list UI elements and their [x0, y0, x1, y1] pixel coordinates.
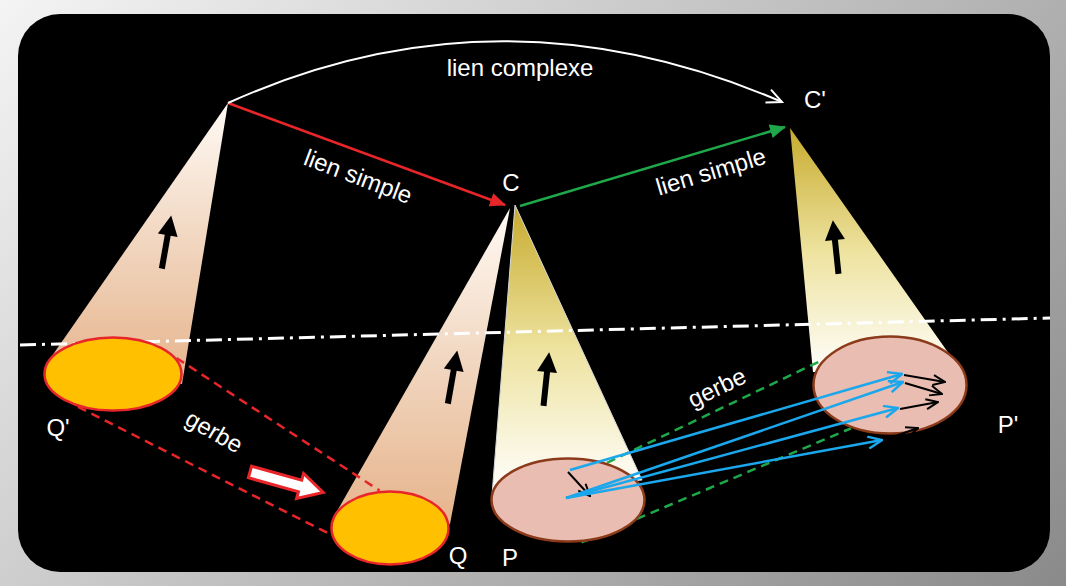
ellipse-shape	[490, 457, 646, 543]
ellipse-node: P	[490, 457, 646, 543]
ellipse-shape	[43, 336, 183, 412]
ellipse-node: Q	[330, 490, 450, 566]
ellipse-node: P'	[812, 335, 968, 435]
node-label: Q'	[46, 415, 69, 441]
cone-arrow	[534, 351, 560, 407]
node-label: P'	[998, 412, 1019, 438]
ellipse-node: Q'	[43, 336, 183, 412]
point-label: C	[502, 170, 519, 196]
ellipse-outline	[814, 337, 967, 434]
node-label: P	[502, 545, 518, 571]
node-label: Q	[449, 543, 468, 569]
ellipse-outline	[332, 492, 449, 565]
cone-arrow	[152, 214, 181, 271]
ellipse-shape	[330, 490, 450, 566]
section-arrow	[884, 428, 918, 440]
ellipse-outline	[45, 338, 182, 411]
section-arrow	[904, 375, 945, 382]
complex-link-arc	[228, 41, 782, 103]
ellipse-outline	[492, 459, 645, 542]
ellipse-shape	[812, 335, 968, 435]
cone-arrow	[823, 219, 849, 275]
mapping-arrow	[566, 382, 903, 498]
cone	[492, 205, 642, 495]
mapping-arrow	[566, 408, 898, 498]
cone-arrow	[438, 349, 467, 406]
mapping-arrow	[566, 440, 882, 498]
link-label: lien complexe	[447, 55, 594, 81]
section-arrow	[900, 402, 938, 409]
section-arrow	[905, 383, 942, 394]
point-label: C'	[804, 87, 826, 113]
simple-link-arrow	[520, 127, 785, 206]
